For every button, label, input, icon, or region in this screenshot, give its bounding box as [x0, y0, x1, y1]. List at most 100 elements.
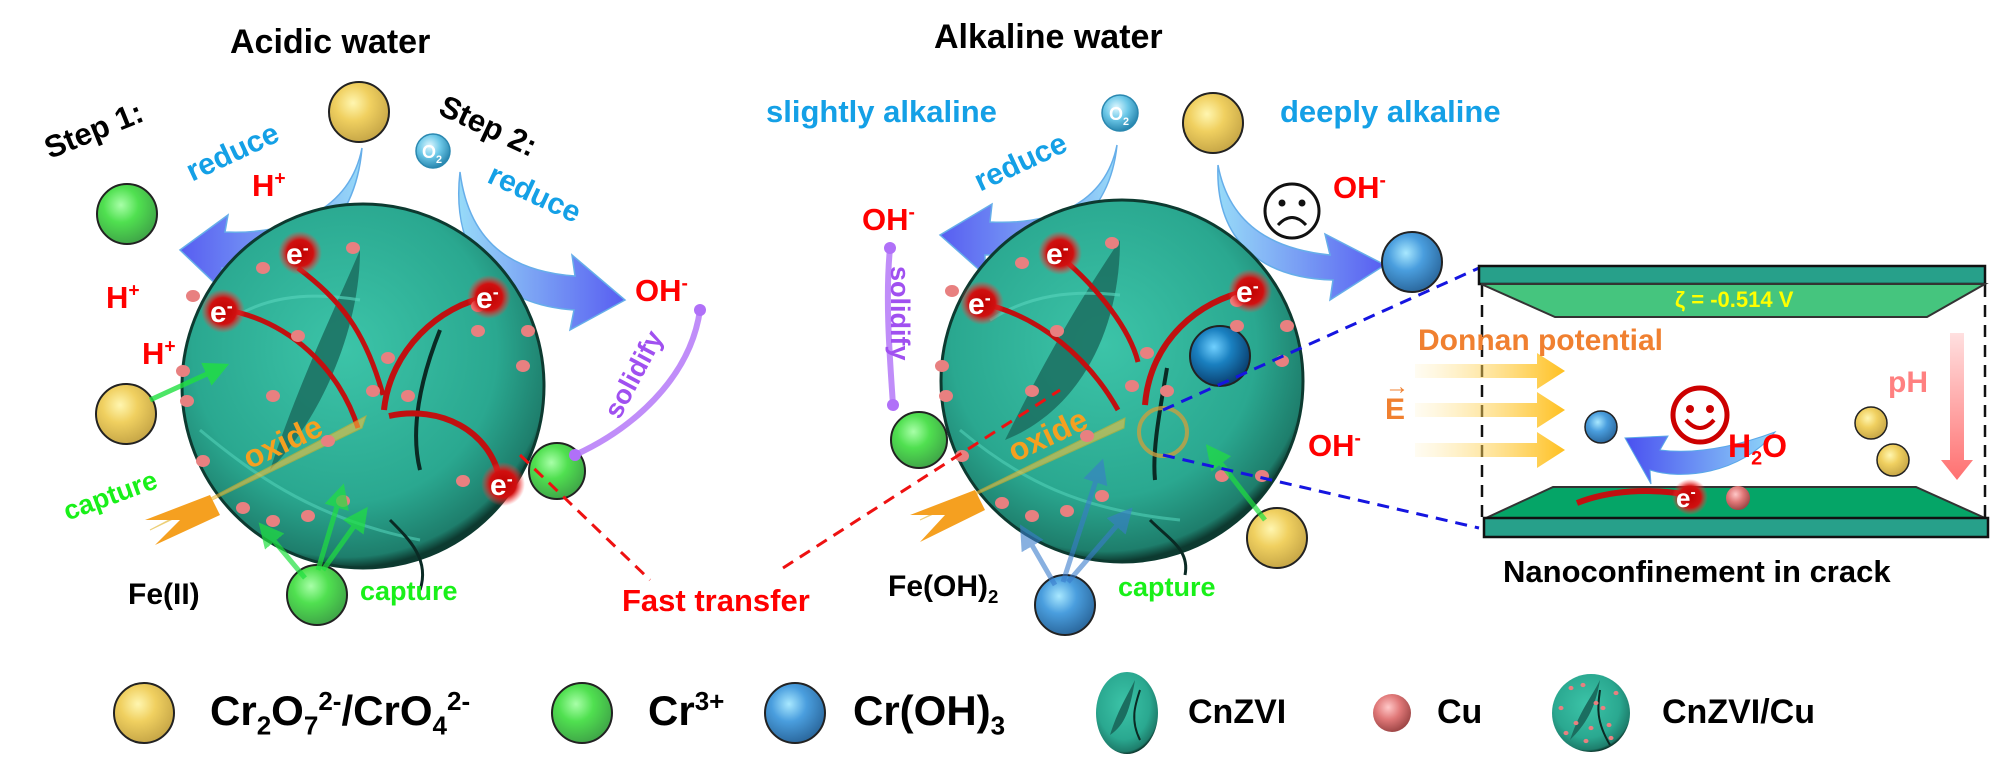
- legend-croh3-icon: [764, 682, 826, 744]
- cu-dot: [471, 325, 485, 337]
- cu-dot: [1105, 237, 1119, 249]
- capture-arrow-right: [1205, 444, 1267, 522]
- h-plus-3: H+: [142, 336, 176, 371]
- oh-minus-deeply: OH-: [1333, 170, 1386, 205]
- cu-dot: [1600, 705, 1606, 711]
- cu-dot: [266, 390, 280, 402]
- cr6-ball-top: [328, 81, 390, 143]
- oh-minus-crack: OH-: [1308, 428, 1361, 463]
- cu-dot: [1025, 385, 1039, 397]
- cu-dot: [1060, 505, 1074, 517]
- cu-dot: [1593, 700, 1599, 706]
- cu-dots-acidic: [176, 242, 535, 527]
- field-arrows: [1415, 353, 1565, 468]
- cu-dot: [1613, 690, 1619, 696]
- ph-label: pH: [1888, 366, 1928, 399]
- fe-ii-label: Fe(II): [128, 578, 200, 611]
- cr6-ball-left: [95, 383, 157, 445]
- capture-arrow-bottom-3: [320, 506, 368, 572]
- electron-acidic-3: e-: [467, 275, 511, 319]
- electric-field-label: →E: [1385, 373, 1409, 426]
- cu-dot: [1050, 325, 1064, 337]
- legend-cnzvi-cu-icon: [1552, 674, 1630, 752]
- electron-alkaline-1: e-: [1038, 231, 1082, 275]
- cu-dot: [1588, 725, 1594, 731]
- cu-dot: [366, 385, 380, 397]
- cu-dot: [1580, 682, 1586, 688]
- cu-dot: [256, 262, 270, 274]
- cnzvi-cu-particle-acidic: [145, 202, 546, 591]
- electron-acidic-1: e-: [278, 231, 322, 275]
- cu-dot: [1095, 490, 1109, 502]
- zoom-line-top: [1162, 266, 1480, 412]
- zoom-line-bottom: [1162, 453, 1480, 530]
- legend-cr6-icon: [113, 682, 175, 744]
- zeta-potential-label: ζ = -0.514 V: [1675, 287, 1794, 312]
- acidic-title: Acidic water: [230, 23, 431, 61]
- cu-dot: [1583, 738, 1589, 744]
- cu-dot: [1280, 320, 1294, 332]
- cu-dot: [1025, 510, 1039, 522]
- cr3-ball-step1: [96, 183, 158, 245]
- capture-label-alkaline: capture: [1118, 572, 1216, 602]
- capture-arrow-left: [148, 362, 230, 403]
- legend-cnzvi-cu-label: CnZVI/Cu: [1662, 693, 1815, 731]
- cu-dot: [346, 242, 360, 254]
- capture-arrow-bottom-1: [258, 522, 307, 580]
- cu-dot: [939, 390, 953, 402]
- cu-dot: [301, 510, 315, 522]
- capture-arrow-blue-2: [1060, 458, 1108, 583]
- fast-transfer-label: Fast transfer: [622, 583, 810, 618]
- cr6-ball-crack-2: [1876, 443, 1910, 477]
- crack-surface-top: [1480, 283, 1989, 318]
- slightly-alkaline-label: slightly alkaline: [766, 94, 997, 129]
- legend-croh3-label: Cr(OH)3: [853, 687, 1006, 741]
- h2o-label: H2O: [1728, 428, 1788, 470]
- cr3-ball-alkaline: [890, 411, 948, 469]
- cu-dot: [1606, 722, 1612, 728]
- electron-acidic-4: e-: [481, 462, 525, 506]
- deeply-alkaline-label: deeply alkaline: [1280, 94, 1501, 129]
- acidic-panel: e- e- e- e- O2: [95, 81, 706, 626]
- reduce-arrow-deeply: [1217, 164, 1387, 302]
- cu-dot: [1015, 257, 1029, 269]
- croh3-ball-bottom: [1034, 574, 1096, 636]
- h-plus-1: H+: [252, 168, 286, 203]
- solidify-link-acidic: [573, 309, 703, 458]
- cu-dot: [1558, 705, 1564, 711]
- cu-dot: [1563, 730, 1569, 736]
- cr6-ball-top-alkaline: [1182, 92, 1244, 154]
- crack-panel-title: Nanoconfinement in crack: [1503, 554, 1891, 589]
- o2-bubble-acidic: O2: [415, 133, 451, 169]
- capture-arrow-blue-3: [1066, 507, 1133, 584]
- legend-cnzvi-label: CnZVI: [1188, 693, 1287, 731]
- sad-face-icon: [1263, 182, 1321, 240]
- ph-gradient-arrow: [1941, 333, 1973, 480]
- legend-cr6-label: Cr2O72-/CrO42-: [210, 686, 471, 741]
- legend-cr3-label: Cr3+: [648, 686, 725, 734]
- cu-dot: [1080, 430, 1094, 442]
- cu-dot: [291, 330, 305, 342]
- cu-ball-crack: [1726, 486, 1750, 510]
- cu-dots-alkaline: [935, 237, 1294, 522]
- legend-cu-label: Cu: [1437, 693, 1483, 731]
- reduce-arrow-crack: [1624, 430, 1777, 485]
- legend-icons: [113, 672, 1630, 754]
- cu-dot: [196, 455, 210, 467]
- o2-bubble-alkaline: O2: [1101, 94, 1139, 132]
- capture-label-bottom: capture: [360, 576, 458, 606]
- cu-dot: [186, 290, 200, 302]
- cu-dot: [1568, 685, 1574, 691]
- alkaline-panel: e- e- e- O2: [884, 92, 1443, 636]
- croh3-ball-right: [1381, 231, 1443, 293]
- h-plus-2: H+: [106, 280, 140, 315]
- electron-alkaline-3: e-: [1228, 269, 1272, 313]
- cu-dot: [266, 515, 280, 527]
- electron-alkaline-2: e-: [960, 281, 1004, 325]
- cu-dot: [456, 475, 470, 487]
- legend-cr3-icon: [551, 682, 613, 744]
- electron-crack: e-: [1672, 479, 1708, 515]
- solidify-label-alkaline: solidify: [885, 266, 915, 361]
- cu-dot: [236, 502, 250, 514]
- oh-minus-slightly: OH-: [862, 202, 915, 237]
